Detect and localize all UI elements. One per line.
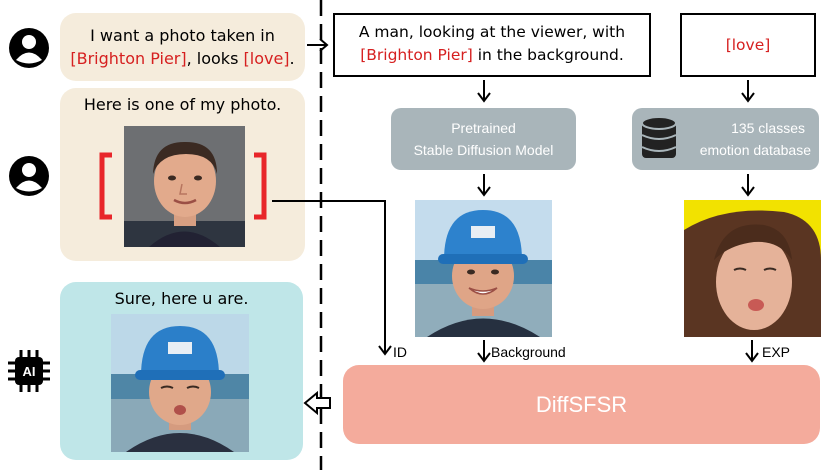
id-label: ID [393, 344, 407, 360]
background-photo [415, 200, 552, 337]
divider-line [319, 0, 323, 470]
background-label: Background [491, 344, 566, 360]
emotion-tag-text: [love] [725, 36, 771, 54]
pretrained-model-box: Pretrained Stable Diffusion Model [391, 108, 576, 170]
arrow-down-icon [745, 340, 759, 363]
user-message-bubble: I want a photo taken in [Brighton Pier],… [60, 13, 305, 81]
database-label-line2: emotion database [699, 142, 811, 158]
message-text-part: . [289, 49, 295, 68]
expression-photo [684, 200, 821, 337]
arrow-right-icon [307, 38, 329, 52]
model-label-line2: Stable Diffusion Model [413, 142, 554, 158]
ai-chip-icon: AI [8, 350, 50, 392]
right-bracket-icon [254, 152, 267, 220]
prompt-text: A man, looking at the viewer, with [Brig… [335, 15, 649, 67]
place-highlight: [Brighton Pier] [360, 46, 473, 64]
generated-result-photo [111, 314, 249, 452]
output-arrow-icon [303, 390, 331, 416]
id-connector-arrow [272, 200, 392, 356]
arrow-down-icon [477, 340, 491, 363]
user-message-text: I want a photo taken in [Brighton Pier],… [60, 13, 305, 70]
arrow-down-icon [741, 80, 755, 103]
emotion-tag-box: [love] [680, 13, 816, 77]
model-label-line1: Pretrained [451, 120, 516, 136]
user-icon [9, 156, 49, 196]
module-label: DiffSFSR [535, 392, 628, 417]
user-icon [9, 28, 49, 68]
exp-label: EXP [762, 344, 791, 360]
place-highlight: [Brighton Pier] [70, 49, 187, 68]
arrow-down-icon [477, 174, 491, 197]
prompt-text-part: A man, looking at the viewer, with [358, 23, 626, 41]
arrow-down-icon [741, 174, 755, 197]
user-face-photo [124, 126, 245, 247]
user-photo-text: Here is one of my photo. [83, 95, 282, 114]
arrow-down-icon [477, 80, 491, 103]
text-prompt-box: A man, looking at the viewer, with [Brig… [333, 13, 651, 77]
emotion-highlight: [love] [243, 49, 290, 68]
message-text-part: , looks [186, 49, 244, 68]
svg-text:AI: AI [23, 364, 36, 379]
prompt-text-part: in the background. [472, 46, 624, 64]
database-label-line1: 135 classes [731, 120, 805, 136]
diffsfsr-module: DiffSFSR [343, 365, 820, 444]
message-text-part: I want a photo taken in [90, 26, 275, 45]
left-bracket-icon [99, 152, 112, 220]
database-icon [641, 116, 677, 158]
ai-reply-text: Sure, here u are. [114, 289, 249, 308]
